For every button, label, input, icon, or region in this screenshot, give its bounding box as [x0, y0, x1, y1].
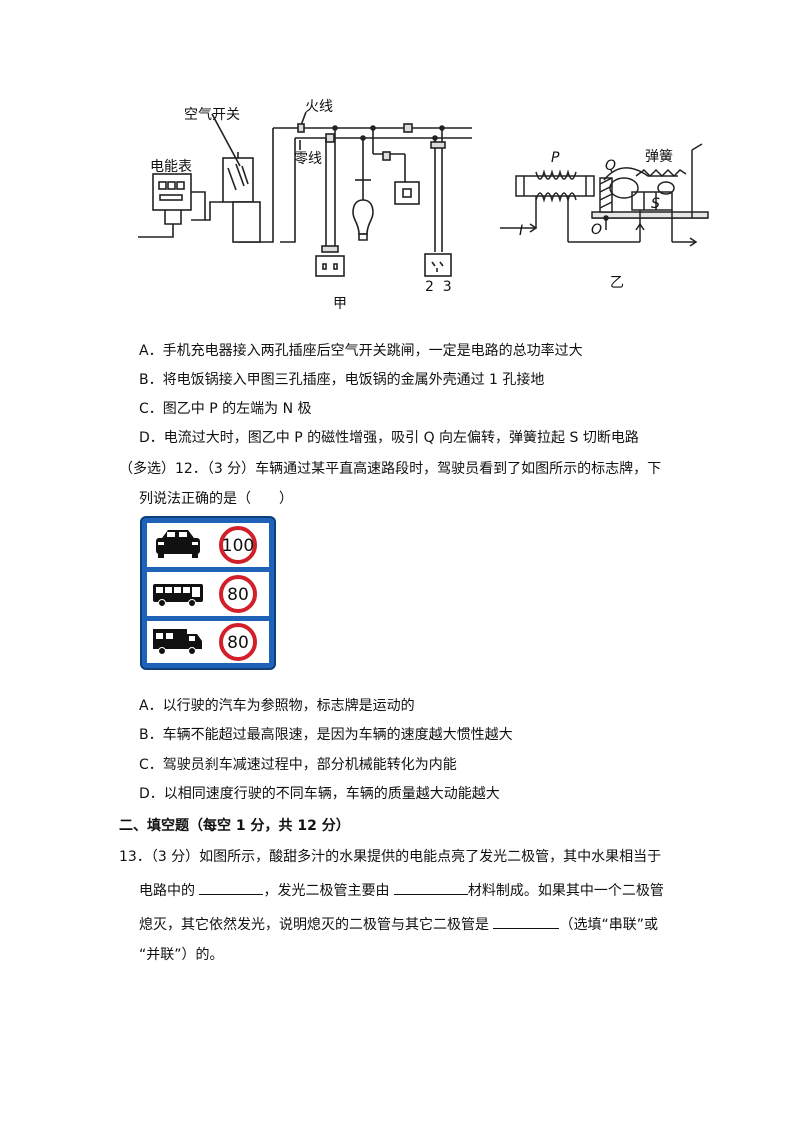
- q13-blank-2[interactable]: [393, 880, 468, 895]
- speed-limit-truck: 80: [227, 633, 249, 653]
- q13-text-c: 材料制成。如果其中一个二极管: [467, 883, 664, 899]
- relay-spring-label: 弹簧: [645, 149, 673, 165]
- figure-jia-caption: 甲: [333, 296, 347, 312]
- q13-text-b: ，发光二极管主要由: [263, 883, 394, 899]
- speed-limit-car: 100: [222, 536, 254, 556]
- q13-stem-line3: 熄灭，其它依然发光，说明熄灭的二极管与其它二极管是 （选填“串联”或: [139, 914, 658, 934]
- relay-P-label: P: [551, 150, 560, 166]
- section-title-fill-blank: 二、填空题（每空 1 分，共 12 分）: [119, 818, 350, 834]
- q13-blank-1[interactable]: [199, 880, 264, 895]
- socket-hole-numbers: 2 3: [425, 279, 452, 295]
- relay-Q-label: Q: [605, 158, 617, 174]
- q12-option-a: A．以行驶的汽车为参照物，标志牌是运动的: [139, 698, 415, 714]
- q13-blank-3[interactable]: [493, 914, 560, 929]
- q12-stem-line1: （多选）12．（3 分）车辆通过某平直高速路段时，驾驶员看到了如图所示的标志牌，…: [119, 461, 662, 477]
- q11-option-a: A．手机充电器接入两孔插座后空气开关跳闸，一定是电路的总功率过大: [139, 343, 583, 359]
- q12-option-c: C．驾驶员刹车减速过程中，部分机械能转化为内能: [139, 757, 457, 773]
- q12-option-d: D．以相同速度行驶的不同车辆，车辆的质量越大动能越大: [139, 786, 500, 802]
- figure-yi-caption: 乙: [610, 275, 624, 291]
- q12-option-b: B．车辆不能超过最高限速，是因为车辆的速度越大惯性越大: [139, 727, 513, 743]
- relay-O-label: O: [591, 222, 603, 238]
- meter-label: 电能表: [150, 159, 192, 175]
- figure-jia-circuit: [138, 111, 472, 277]
- relay-S-label: S: [651, 196, 660, 212]
- q11-option-c: C．图乙中 P 的左端为 N 极: [139, 401, 312, 417]
- truck-icon: [153, 629, 202, 655]
- q13-stem-line4: “并联”）的。: [139, 947, 224, 963]
- air-switch-label: 空气开关: [184, 107, 240, 123]
- q11-option-b: B．将电饭锅接入甲图三孔插座，电饭锅的金属外壳通过 1 孔接地: [139, 372, 545, 388]
- q11-option-d: D．电流过大时，图乙中 P 的磁性增强，吸引 Q 向左偏转，弹簧拉起 S 切断电…: [139, 430, 639, 446]
- bus-icon: [153, 584, 203, 607]
- car-icon: [156, 530, 200, 558]
- fire-wire-label: 火线: [305, 99, 333, 115]
- q13-text-a: 电路中的: [139, 883, 200, 899]
- figure-yi-relay: [500, 143, 709, 247]
- relay-I-label: I: [519, 223, 524, 239]
- q13-text-e: （选填“串联”或: [559, 917, 658, 933]
- speed-limit-sign: 100 80 80: [140, 516, 276, 670]
- neutral-wire-label: 零线: [294, 151, 322, 167]
- q12-stem-line2: 列说法正确的是（ ）: [139, 491, 293, 507]
- q13-text-d: 熄灭，其它依然发光，说明熄灭的二极管与其它二极管是: [139, 917, 494, 933]
- q13-stem-line2: 电路中的 ，发光二极管主要由 材料制成。如果其中一个二极管: [139, 880, 664, 900]
- q13-stem-line1: 13．（3 分）如图所示，酸甜多汁的水果提供的电能点亮了发光二极管，其中水果相当…: [119, 849, 662, 865]
- speed-limit-bus: 80: [227, 585, 249, 605]
